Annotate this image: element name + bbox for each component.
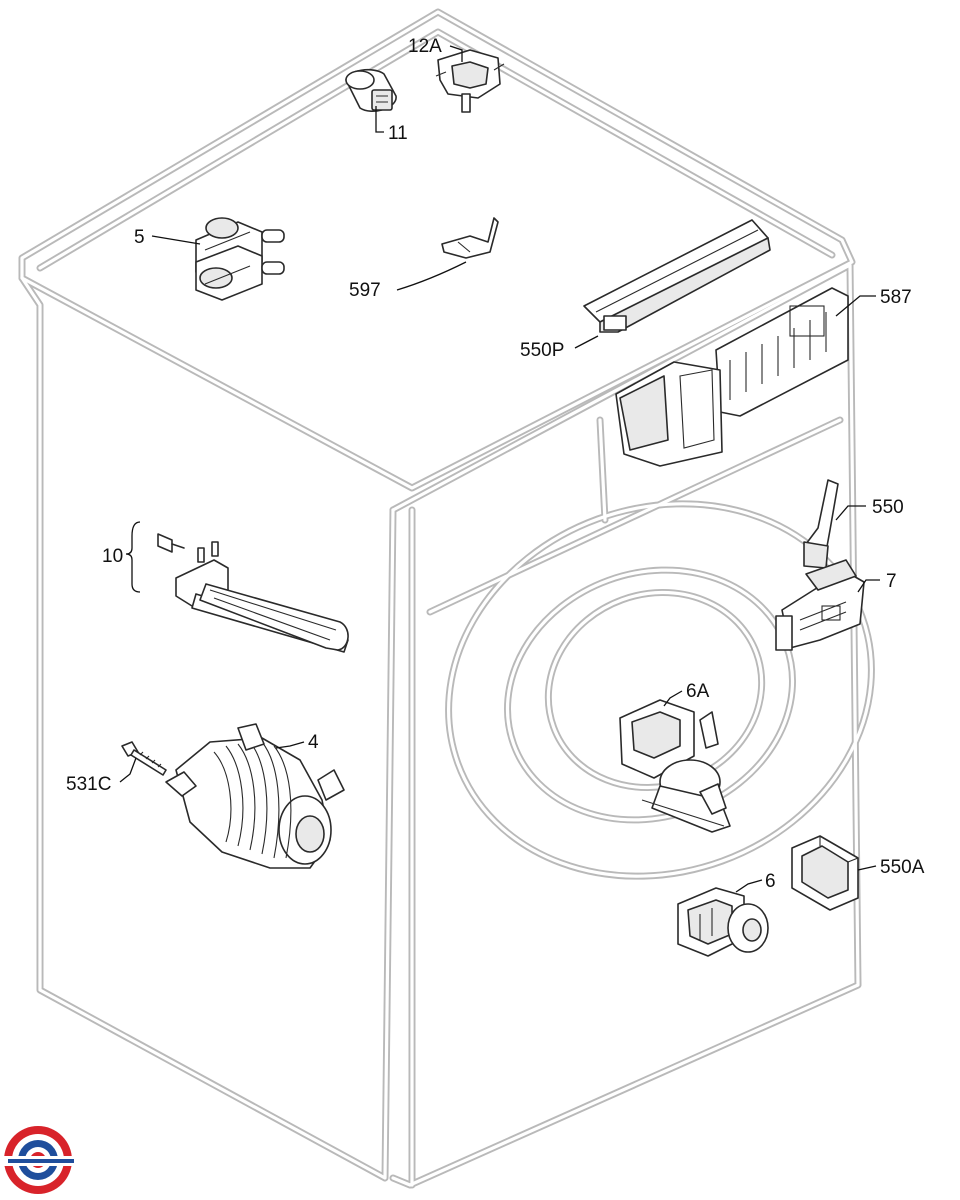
callout-6A: 6A [686,681,710,702]
part-inlet-valve [195,217,285,301]
part-filter-cap [791,835,859,911]
callout-550P: 550P [520,340,564,361]
leader-lines [119,45,880,893]
part-circulation-pump [677,887,769,957]
callout-7: 7 [886,571,897,592]
part-door-handle [803,479,839,569]
part-drain-pump [619,699,731,833]
part-panel-cover-strip [583,219,771,333]
part-drive-motor [165,723,345,869]
part-door-interlock [775,559,865,651]
part-heating-element [157,533,349,653]
part-capacitor [345,68,397,112]
washing-machine-cabinet [18,8,875,1189]
callout-587: 587 [880,287,912,308]
callout-550A: 550A [880,857,925,878]
callout-5: 5 [134,227,145,248]
callout-4: 4 [308,732,319,753]
callout-6: 6 [765,871,776,892]
part-bracket-clip [441,217,499,259]
callout-10: 10 [102,546,123,567]
callout-531C: 531C [66,774,111,795]
part-screw [121,741,167,776]
callout-12A: 12A [408,36,442,57]
callout-11: 11 [388,123,408,144]
callout-550: 550 [872,497,904,518]
callout-597: 597 [349,280,381,301]
part-electronic-board [615,287,849,467]
part-pressure-switch [435,49,505,113]
brand-logo-icon [2,1126,78,1194]
callout-labels: 12A 11 5 597 587 550P 550 10 7 6A 4 531C… [66,36,925,892]
